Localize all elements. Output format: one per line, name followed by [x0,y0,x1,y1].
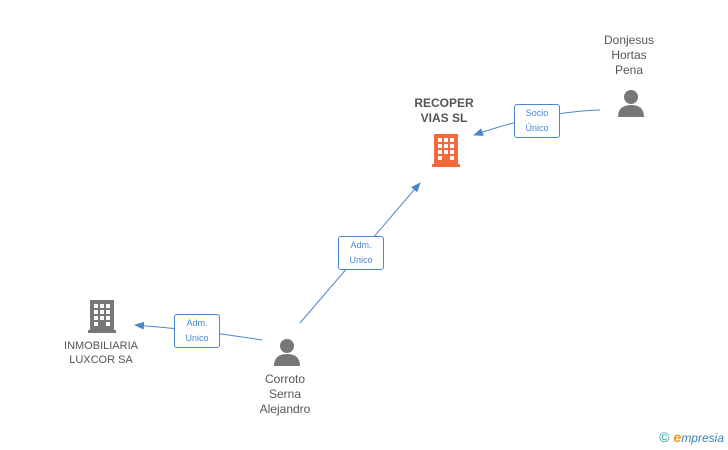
relation-adm-unico-recoper[interactable]: Adm. Unico [338,236,384,270]
person-icon[interactable] [616,88,646,123]
relation-socio-unico[interactable]: Socio Único [514,104,560,138]
copyright-symbol: © [659,429,670,445]
person-donjesus-label[interactable]: Donjesus Hortas Pena [603,33,655,77]
relation-adm-unico-inmobiliaria[interactable]: Adm. Unico [174,314,220,348]
building-icon[interactable] [430,132,462,173]
company-recoper-label[interactable]: RECOPER VIAS SL [414,96,474,125]
company-inmobiliaria-label[interactable]: INMOBILIARIA LUXCOR SA [64,340,138,366]
brand-logo: empresia [673,429,724,445]
building-icon[interactable] [86,298,118,339]
person-icon[interactable] [272,337,302,372]
brand-footer: © empresia [659,429,724,445]
person-corroto-label[interactable]: Corroto Serna Alejandro [259,372,311,416]
